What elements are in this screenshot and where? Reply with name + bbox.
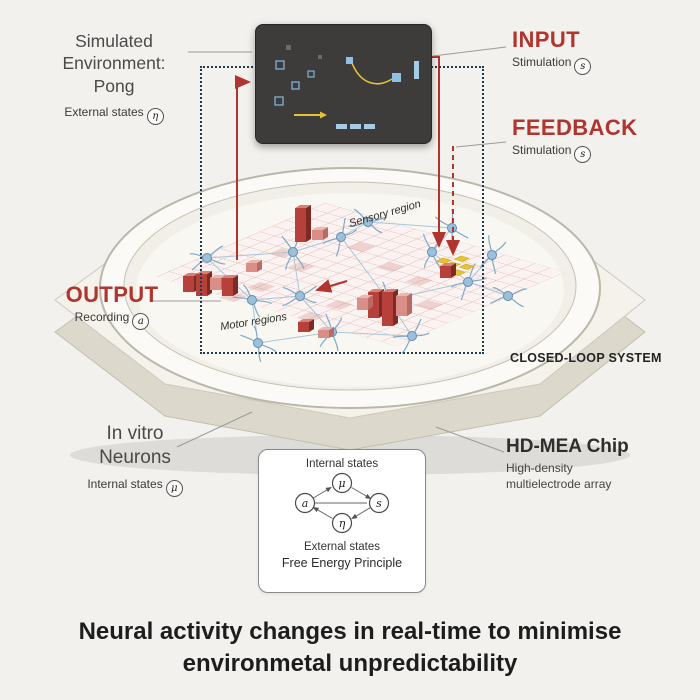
fep-title: Free Energy Principle: [281, 556, 403, 570]
fep-link-a-mu: [312, 486, 332, 499]
pong-target-square: [275, 60, 285, 70]
fep-node-mu: [331, 472, 353, 494]
neuron: [189, 245, 226, 271]
pong-game-graphics: [274, 45, 419, 129]
eta-symbol: η: [146, 108, 164, 126]
pong-target-square: [291, 81, 300, 90]
pong-pixel: [318, 55, 322, 59]
simulated-environment-title: Simulated Environment: Pong: [62, 31, 166, 96]
hd-mea-chip-title: HD-MEA Chip: [506, 436, 629, 457]
pong-move-arrowhead: [320, 111, 327, 119]
fep-node-a: [294, 492, 316, 514]
neuron: [392, 318, 430, 354]
fep-node-eta-label: η: [339, 517, 346, 530]
neuron: [490, 286, 527, 308]
s-symbol: s: [574, 146, 592, 164]
fep-link-mu-s: [351, 487, 372, 500]
neuron: [434, 208, 469, 246]
fep-node-eta: [331, 512, 353, 534]
pong-ball: [392, 73, 401, 82]
signal-arrows: [235, 56, 460, 293]
pong-target-square: [307, 70, 315, 78]
neuron: [450, 263, 487, 301]
fep-node-diagram: μ a s η: [294, 472, 390, 534]
fep-link-eta-a: [312, 506, 333, 519]
neuron: [479, 235, 507, 274]
feedback-title: FEEDBACK: [512, 115, 638, 140]
fep-node-mu-label: μ: [338, 477, 345, 490]
input-title: INPUT: [512, 27, 580, 52]
neuron: [348, 208, 387, 234]
pong-ball: [346, 57, 353, 64]
pong-paddle-segment: [350, 124, 361, 129]
input-arrow: [431, 56, 446, 248]
pong-paddle: [414, 61, 419, 79]
active-grid-cells: [219, 242, 443, 322]
neuron: [281, 235, 305, 270]
neuron: [282, 285, 317, 307]
simulated-environment-label: Simulated Environment: Pong External sta…: [38, 30, 190, 126]
pong-paddle-segment: [336, 124, 347, 129]
s-symbol: s: [574, 58, 592, 76]
hd-mea-chip-label-block: HD-MEA Chip High-density multielectrode …: [506, 436, 681, 492]
fep-internal-states-label: Internal states: [305, 458, 379, 470]
pong-ball-trajectory: [351, 62, 393, 85]
figure-caption: Neural activity changes in real-time to …: [78, 618, 622, 678]
pong-target-square: [274, 96, 284, 106]
neuron: [232, 284, 272, 318]
pong-paddle-segment: [364, 124, 375, 129]
closed-loop-system-label: CLOSED-LOOP SYSTEM: [510, 351, 662, 365]
mu-symbol: μ: [165, 479, 183, 497]
activity-bars: [183, 205, 456, 338]
output-title: OUTPUT: [65, 282, 159, 307]
connector-lines: [152, 46, 507, 453]
dish-activity-arrow: [315, 279, 348, 293]
pong-screen: [255, 24, 432, 144]
a-symbol: a: [132, 313, 150, 331]
pong-pixel: [286, 45, 291, 50]
fep-node-a-label: a: [302, 497, 309, 510]
free-energy-principle-box: Internal states μ a: [258, 449, 426, 593]
neurons: [189, 208, 527, 363]
in-vitro-neurons-title: In vitro Neurons: [99, 423, 171, 469]
hd-mea-chip-subtitle: High-density multielectrode array: [506, 461, 612, 491]
neuron: [322, 218, 358, 257]
mea-grid: [156, 203, 565, 346]
fep-node-s: [368, 492, 390, 514]
output-arrow: [235, 75, 251, 260]
fep-external-states-label: External states: [303, 541, 381, 553]
fep-link-s-eta: [351, 507, 371, 520]
fep-node-s-label: s: [376, 497, 382, 510]
